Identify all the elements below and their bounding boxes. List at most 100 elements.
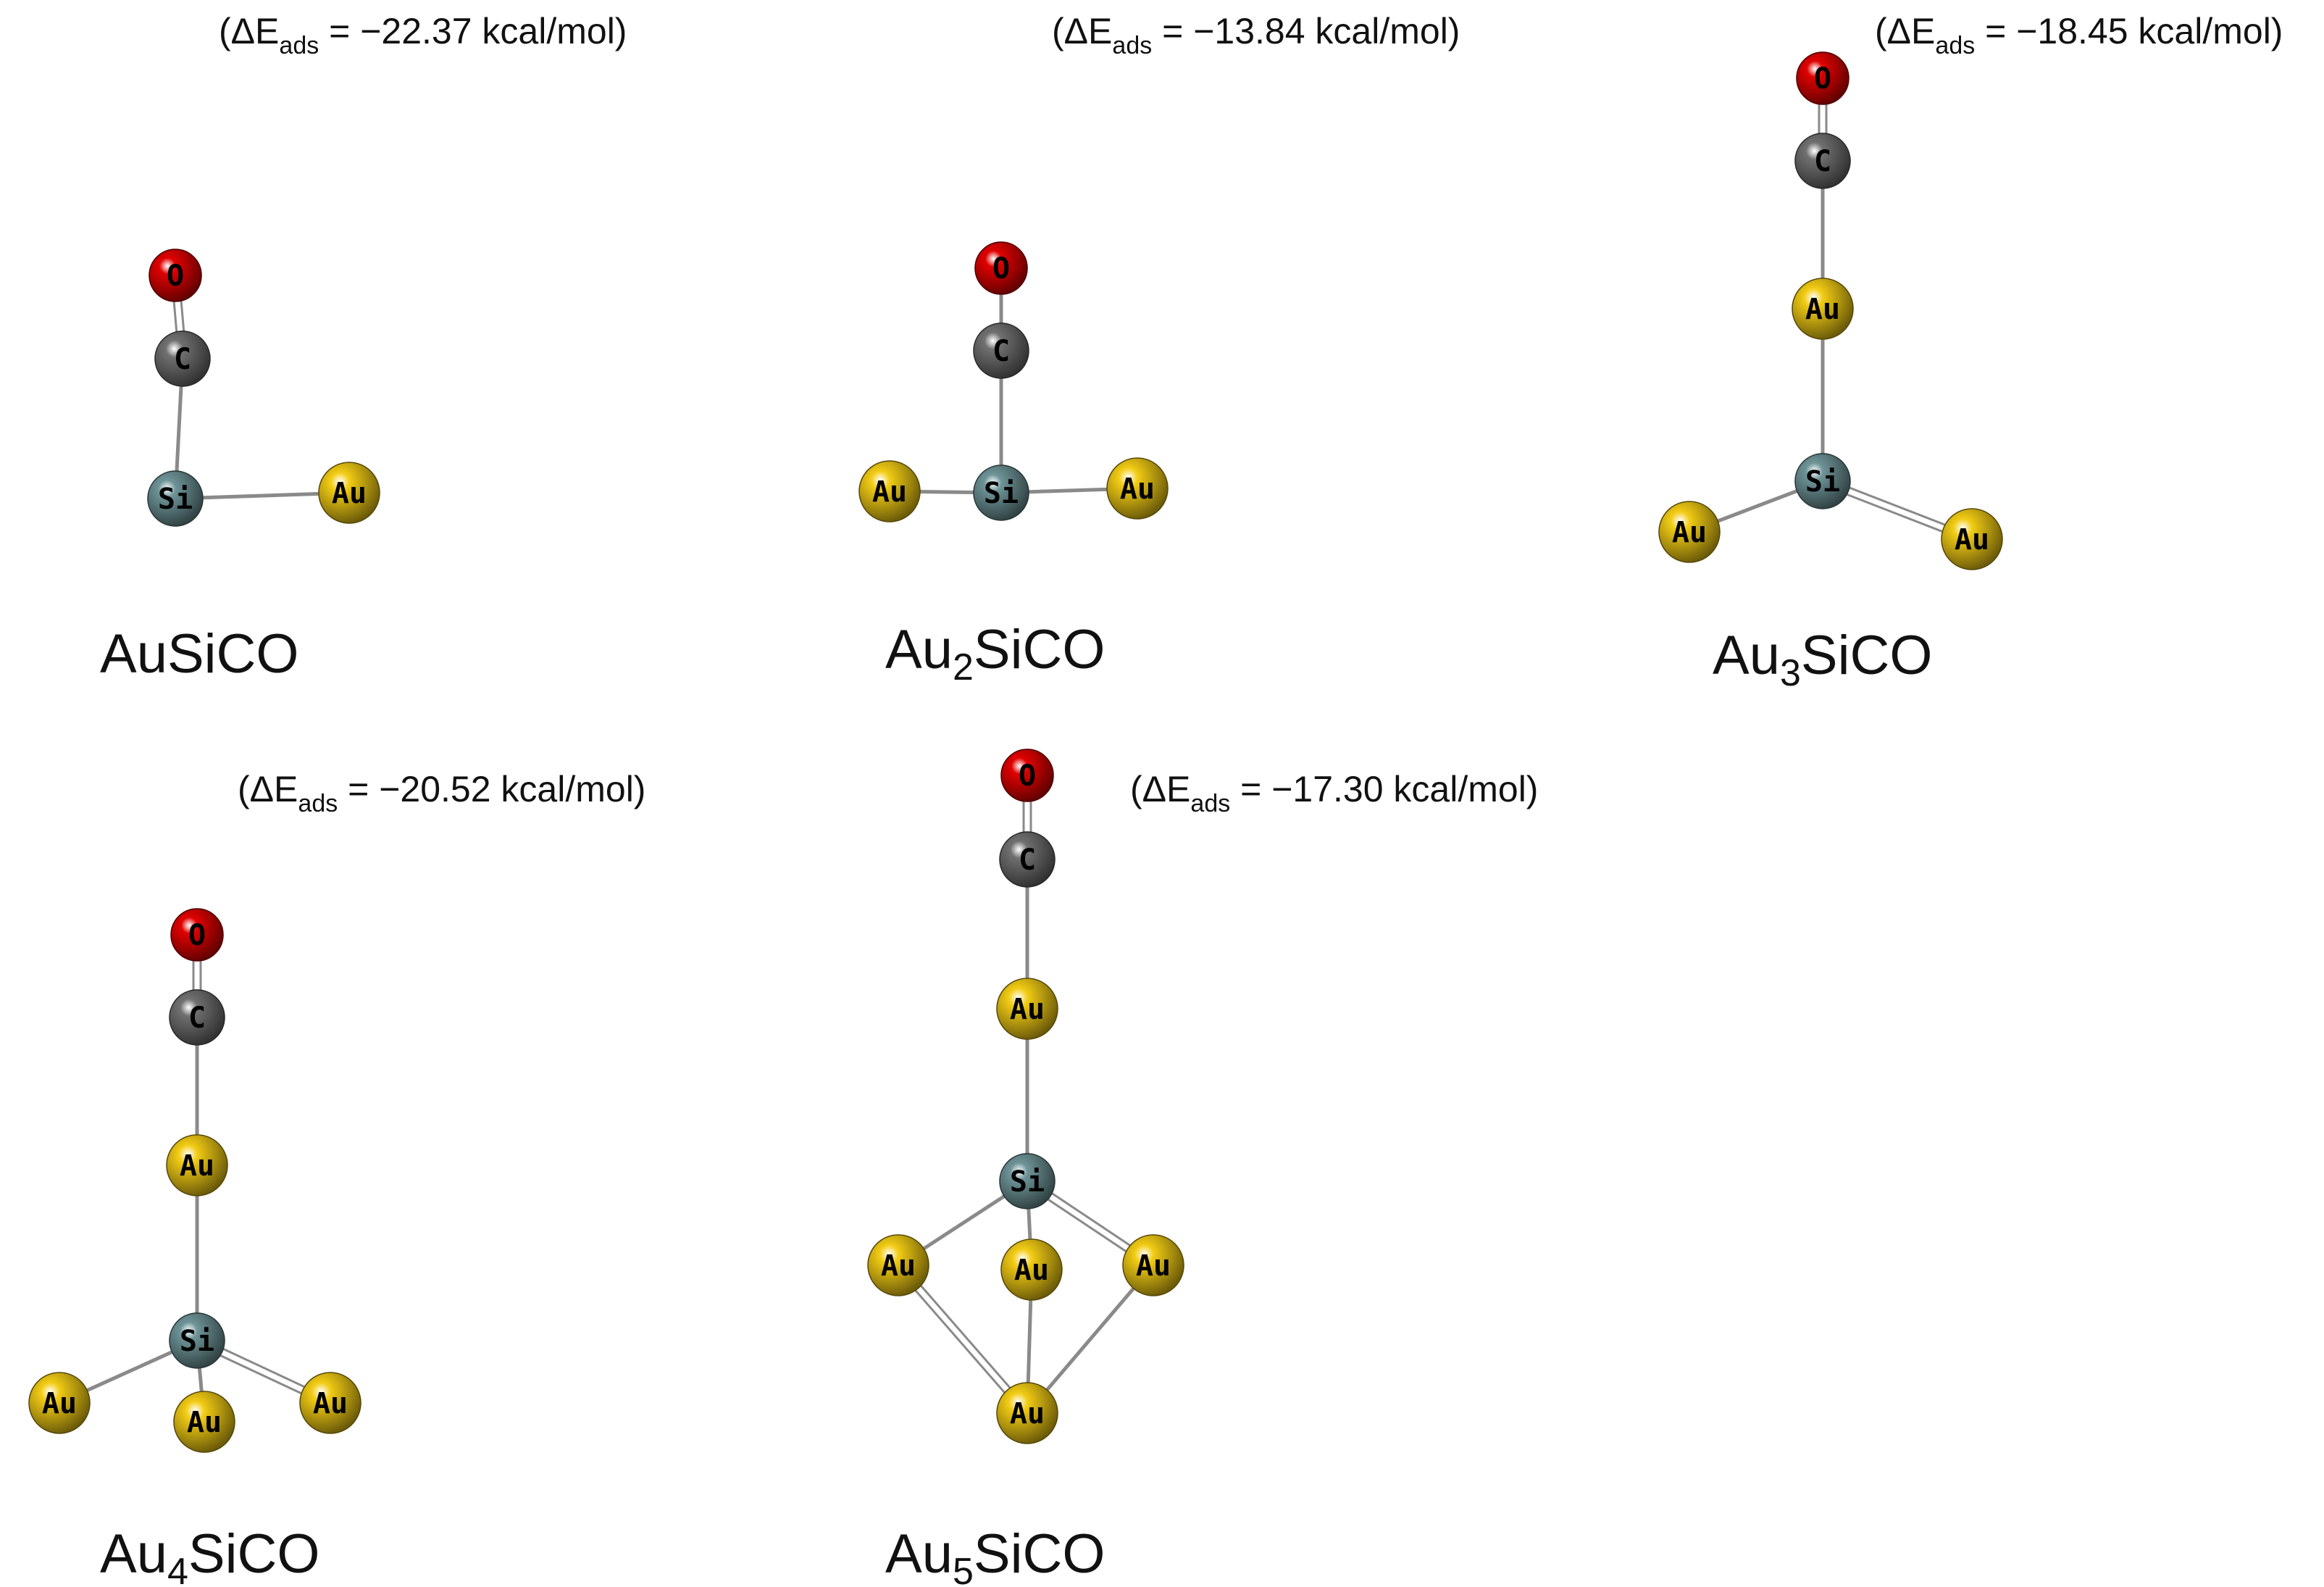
atom-au: Au bbox=[1106, 457, 1169, 520]
atom-si: Si bbox=[169, 1312, 225, 1369]
formula-label: Au5SiCO bbox=[885, 1523, 1105, 1587]
atom-o: O bbox=[170, 908, 224, 962]
adsorption-energy-label: (ΔEads = −20.52 kcal/mol) bbox=[238, 769, 645, 817]
formula-subscript: 2 bbox=[953, 646, 974, 688]
energy-prefix: (ΔE bbox=[238, 769, 298, 809]
formula-base: Au bbox=[885, 619, 953, 680]
formula-label: Au4SiCO bbox=[100, 1523, 319, 1587]
atom-au: Au bbox=[1000, 1238, 1063, 1301]
atom-sphere bbox=[973, 465, 1029, 521]
atom-au: Au bbox=[28, 1372, 91, 1434]
energy-subscript: ads bbox=[279, 32, 319, 59]
atom-label: Si bbox=[180, 1325, 214, 1358]
formula-label: Au3SiCO bbox=[1713, 625, 1932, 694]
atom-au: Au bbox=[996, 978, 1058, 1040]
atom-label: Si bbox=[1010, 1165, 1045, 1199]
atom-sphere bbox=[1794, 133, 1851, 189]
bond-line bbox=[1026, 1264, 1155, 1415]
atom-si: Si bbox=[1794, 453, 1851, 509]
atom-c: C bbox=[973, 322, 1029, 379]
atom-label: Au bbox=[1010, 1397, 1045, 1430]
atom-sphere bbox=[169, 1312, 225, 1369]
atom-label: Au bbox=[1672, 516, 1707, 549]
atom-au: Au bbox=[299, 1372, 361, 1434]
formula-subscript: 4 bbox=[167, 1551, 188, 1587]
atom-o: O bbox=[974, 241, 1028, 295]
energy-prefix: (ΔE bbox=[1130, 769, 1190, 809]
atom-c: C bbox=[999, 831, 1056, 888]
atom-o: O bbox=[149, 249, 202, 302]
energy-value: = −20.52 kcal/mol) bbox=[338, 769, 645, 809]
adsorption-energy-label: (ΔEads = −17.30 kcal/mol) bbox=[1130, 769, 1538, 817]
formula-rest: SiCO bbox=[188, 1523, 320, 1585]
energy-subscript: ads bbox=[1190, 790, 1230, 817]
energy-subscript: ads bbox=[1112, 32, 1152, 59]
atom-sphere bbox=[1122, 1234, 1184, 1296]
atom-label: Au bbox=[881, 1249, 916, 1283]
structure-panel: (ΔEads = −20.52 kcal/mol)OCAuSiAuAuAuAu4… bbox=[28, 769, 645, 1587]
energy-prefix: (ΔE bbox=[1052, 11, 1112, 51]
atom-sphere bbox=[173, 1391, 235, 1453]
atom-o: O bbox=[1796, 51, 1849, 105]
atom-sphere bbox=[858, 460, 921, 522]
atom-sphere bbox=[973, 322, 1029, 379]
formula-base: Au bbox=[1713, 625, 1780, 686]
atom-sphere bbox=[999, 831, 1056, 888]
energy-prefix: (ΔE bbox=[1875, 11, 1935, 51]
formula-rest: SiCO bbox=[167, 623, 299, 685]
atom-label: Au bbox=[1805, 293, 1840, 326]
adsorption-energy-label: (ΔEads = −18.45 kcal/mol) bbox=[1875, 11, 2283, 59]
atom-sphere bbox=[1941, 508, 2003, 570]
atom-label: Au bbox=[1136, 1249, 1171, 1283]
atom-sphere bbox=[154, 330, 211, 387]
atom-label: Au bbox=[872, 475, 907, 509]
formula-subscript: 5 bbox=[953, 1551, 974, 1587]
atom-au: Au bbox=[1792, 278, 1854, 340]
atom-sphere bbox=[999, 1153, 1056, 1209]
atom-sphere bbox=[169, 989, 225, 1046]
adsorption-energy-label: (ΔEads = −22.37 kcal/mol) bbox=[219, 11, 627, 59]
formula-label: AuSiCO bbox=[100, 623, 299, 685]
atom-au: Au bbox=[173, 1391, 235, 1453]
atom-label: O bbox=[188, 919, 206, 952]
atom-label: Au bbox=[1014, 1254, 1049, 1287]
atom-sphere bbox=[28, 1372, 91, 1434]
atom-sphere bbox=[299, 1372, 361, 1434]
atom-sphere bbox=[1000, 1238, 1063, 1301]
formula-base: Au bbox=[885, 1523, 953, 1585]
atom-sphere bbox=[1796, 51, 1849, 105]
atom-au: Au bbox=[858, 460, 921, 522]
energy-value: = −17.30 kcal/mol) bbox=[1230, 769, 1538, 809]
atom-label: C bbox=[1814, 145, 1831, 178]
adsorption-energy-label: (ΔEads = −13.84 kcal/mol) bbox=[1052, 11, 1460, 59]
atom-label: Au bbox=[1955, 523, 1989, 557]
energy-value: = −18.45 kcal/mol) bbox=[1975, 11, 2283, 51]
formula-label: Au2SiCO bbox=[885, 619, 1105, 688]
atom-label: Au bbox=[1120, 472, 1155, 506]
energy-subscript: ads bbox=[298, 790, 338, 817]
formula-rest: SiCO bbox=[974, 1523, 1105, 1585]
atom-au: Au bbox=[318, 462, 380, 524]
formula-base: Au bbox=[100, 1523, 167, 1585]
atom-label: O bbox=[992, 252, 1010, 286]
atom-label: C bbox=[1019, 844, 1036, 877]
atom-sphere bbox=[867, 1234, 929, 1296]
atom-label: O bbox=[1814, 62, 1831, 96]
energy-prefix: (ΔE bbox=[219, 11, 279, 51]
atom-sphere bbox=[974, 241, 1028, 295]
bonds bbox=[170, 275, 350, 501]
atom-sphere bbox=[1794, 453, 1851, 509]
formula-base: Au bbox=[100, 623, 167, 685]
atom-label: Au bbox=[1010, 993, 1045, 1026]
atom-label: C bbox=[174, 343, 191, 376]
atom-label: C bbox=[188, 1001, 206, 1035]
atom-sphere bbox=[318, 462, 380, 524]
